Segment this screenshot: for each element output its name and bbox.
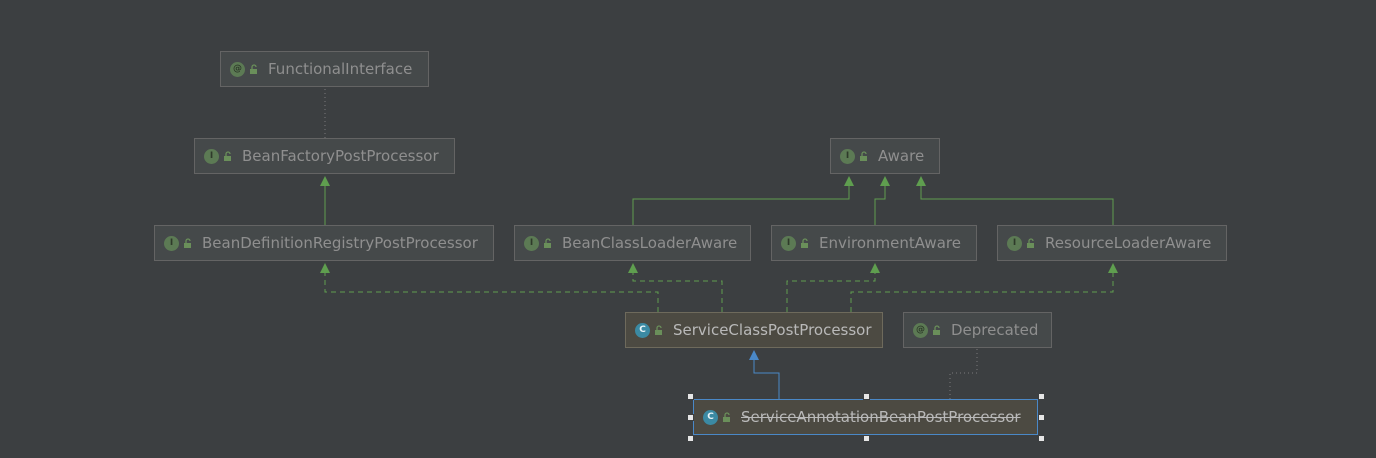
edge-extends-interface [920, 186, 1114, 225]
node-label: BeanFactoryPostProcessor [242, 147, 439, 165]
selection-handle[interactable] [1038, 435, 1045, 442]
interface-icon: I [164, 235, 179, 251]
public-lock-icon [224, 150, 231, 161]
selection-handle[interactable] [862, 435, 870, 442]
selection-handle[interactable] [1038, 393, 1045, 400]
edge-arrowhead [844, 176, 854, 186]
public-lock-icon [1027, 237, 1034, 248]
selection-handle[interactable] [687, 414, 694, 421]
edge-arrowhead [320, 176, 330, 186]
interface-icon: I [204, 148, 219, 164]
interface-icon: I [781, 235, 796, 251]
public-lock-icon [184, 237, 191, 248]
edge-arrowhead [320, 263, 330, 273]
public-lock-icon [250, 63, 257, 74]
public-lock-icon [544, 237, 551, 248]
public-lock-icon [860, 150, 867, 161]
node-environment-aware[interactable]: I EnvironmentAware [771, 225, 977, 261]
edge-arrowhead [870, 263, 880, 273]
node-label: ServiceAnnotationBeanPostProcessor [741, 408, 1021, 426]
selection-handle[interactable] [1038, 414, 1045, 421]
node-label: Aware [878, 147, 925, 165]
edge-arrowhead [628, 263, 638, 273]
node-label: BeanClassLoaderAware [562, 234, 738, 252]
node-service-class-post-processor[interactable]: C ServiceClassPostProcessor [625, 312, 883, 348]
public-lock-icon [801, 237, 808, 248]
edge-implements [786, 273, 876, 312]
public-lock-icon [723, 411, 730, 422]
node-bean-definition-registry-post-processor[interactable]: I BeanDefinitionRegistryPostProcessor [154, 225, 494, 261]
interface-icon: I [524, 235, 539, 251]
node-label: Deprecated [951, 321, 1039, 339]
edge-extends-class [753, 360, 780, 399]
interface-icon: I [840, 148, 855, 164]
node-label: EnvironmentAware [819, 234, 961, 252]
edge-arrowhead [880, 176, 890, 186]
node-bean-class-loader-aware[interactable]: I BeanClassLoaderAware [514, 225, 751, 261]
edge-extends-interface [632, 186, 850, 225]
node-label: BeanDefinitionRegistryPostProcessor [202, 234, 478, 252]
class-icon: C [703, 409, 718, 425]
node-label: FunctionalInterface [268, 60, 413, 78]
edge-implements [324, 273, 659, 312]
edge-implements [632, 273, 723, 312]
node-bean-factory-post-processor[interactable]: I BeanFactoryPostProcessor [194, 138, 455, 174]
edge-arrowhead [749, 350, 759, 360]
public-lock-icon [933, 324, 940, 335]
node-service-annotation-bean-post-processor[interactable]: C ServiceAnnotationBeanPostProcessor [693, 399, 1038, 435]
selection-handle[interactable] [862, 393, 870, 400]
node-resource-loader-aware[interactable]: I ResourceLoaderAware [997, 225, 1227, 261]
annotation-icon: @ [913, 322, 928, 338]
edge-arrowhead [916, 176, 926, 186]
selection-handle[interactable] [687, 393, 694, 400]
node-label: ServiceClassPostProcessor [673, 321, 872, 339]
edge-extends-interface [874, 186, 886, 225]
node-deprecated[interactable]: @ Deprecated [903, 312, 1052, 348]
interface-icon: I [1007, 235, 1022, 251]
edge-arrowhead [1108, 263, 1118, 273]
node-label: ResourceLoaderAware [1045, 234, 1212, 252]
public-lock-icon [655, 324, 662, 335]
selection-handle[interactable] [687, 435, 694, 442]
node-aware[interactable]: I Aware [830, 138, 940, 174]
edge-annotated [949, 348, 978, 399]
node-functional-interface[interactable]: @ FunctionalInterface [220, 51, 429, 87]
edge-implements [850, 273, 1114, 312]
annotation-icon: @ [230, 61, 245, 77]
class-icon: C [635, 322, 650, 338]
